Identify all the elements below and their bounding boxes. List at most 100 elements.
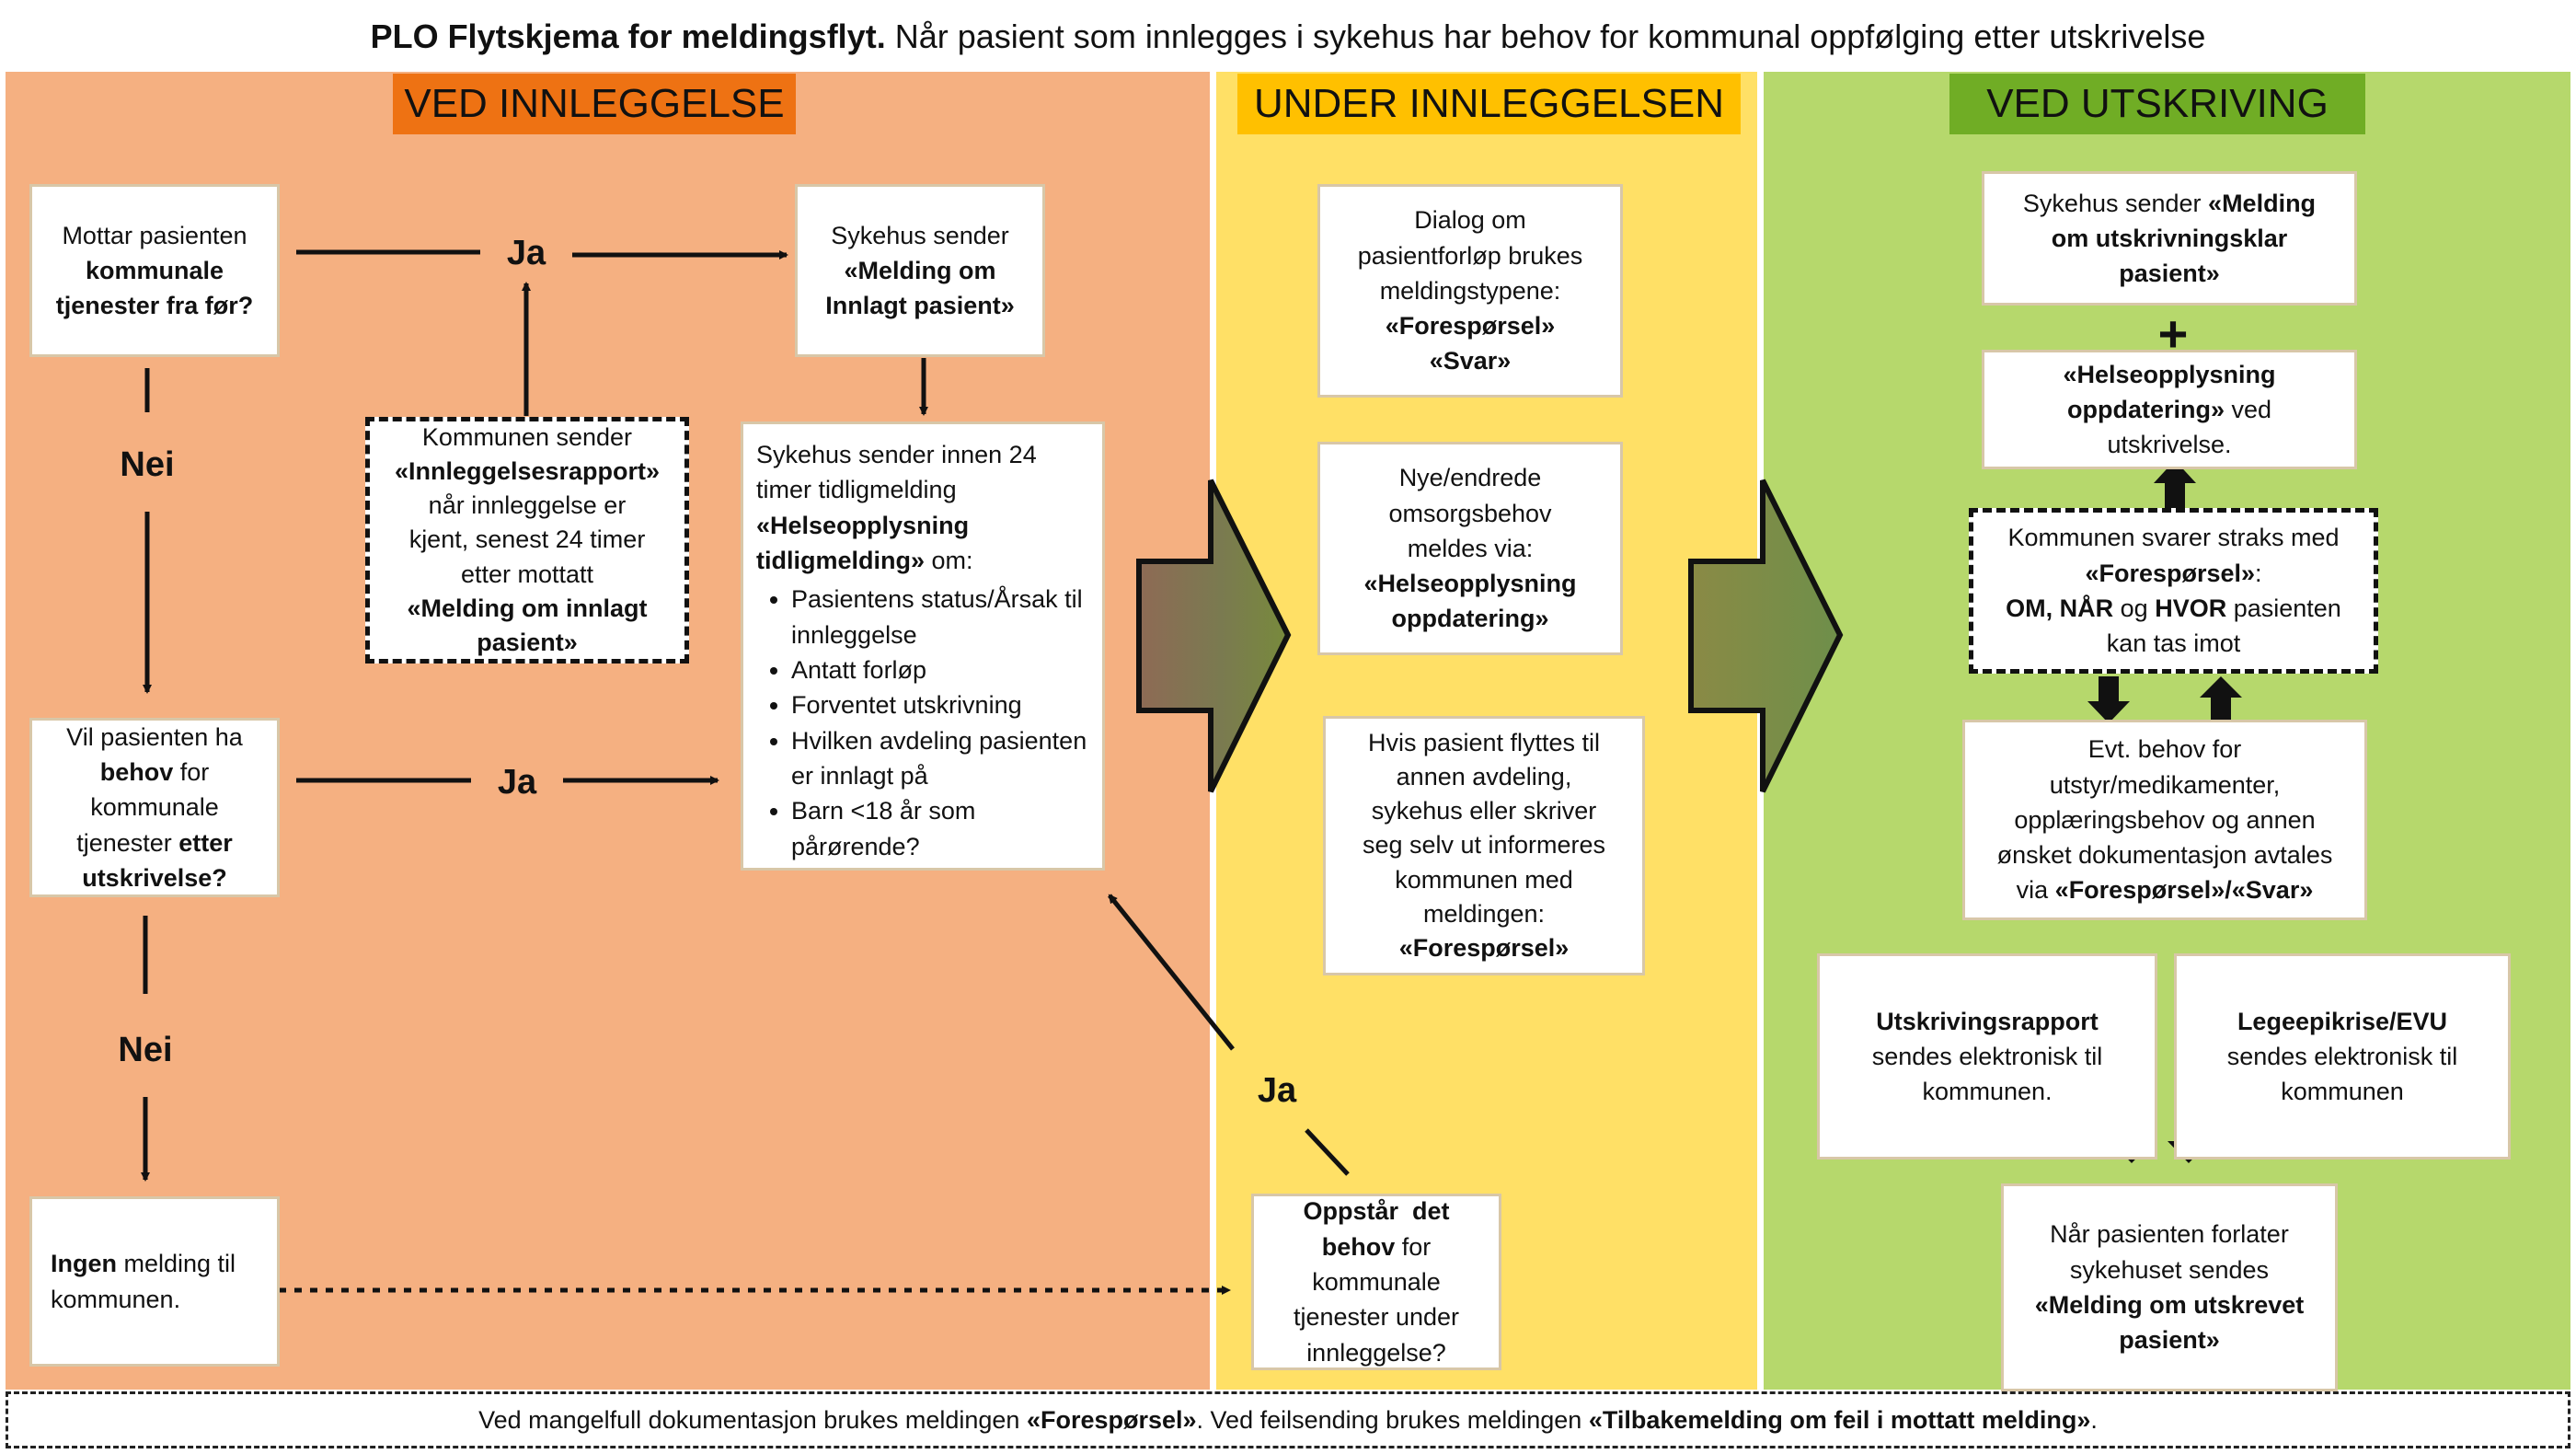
footer-note: Ved mangelfull dokumentasjon brukes meld… [6, 1391, 2570, 1448]
text-line: tjenester under [1293, 1303, 1460, 1332]
box-helseopplysning-oppdatering: «Helseopplysning oppdatering» ved utskri… [1982, 350, 2357, 469]
label-nei-2: Nei [118, 1030, 173, 1069]
text-line: ønsket dokumentasjon avtales [1996, 841, 2333, 870]
text-bold: pasient» [2119, 260, 2220, 288]
text-span: Sykehus sender [2022, 189, 2209, 217]
text-bold: Ingen [51, 1250, 117, 1278]
text-bold: «Svar» [1429, 347, 1512, 375]
text-line: Kommunen sender [421, 422, 633, 451]
text-line: Når pasienten forlater [2050, 1220, 2289, 1249]
text-line: sykehuset sendes [2069, 1255, 2270, 1284]
text-bold: «Forespørsel» [1398, 934, 1570, 963]
box-flyttes: Hvis pasient flyttes til annen avdeling,… [1323, 716, 1645, 975]
text-span: tjenester [76, 828, 179, 857]
text-line: «Forespørsel»: [2085, 556, 2261, 591]
text-bold: «Melding om innlagt [407, 594, 648, 622]
text-bold: «Forespørsel» [2085, 559, 2256, 587]
text-bold: oppdatering» [2066, 395, 2225, 423]
text-span: ved [2224, 395, 2272, 423]
text-line: kommunen [2281, 1078, 2404, 1106]
text-line: omsorgsbehov [1388, 499, 1552, 527]
text-line: timer tidligmelding [756, 476, 957, 504]
text-line: når innleggelse er [428, 491, 627, 520]
text-line: Vil pasienten ha [66, 722, 243, 751]
text-line: opplæringsbehov og annen [2014, 805, 2316, 834]
header-ved-utskriving: VED UTSKRIVING [1949, 74, 2365, 134]
text-bold: «Melding om utskrevet [2034, 1291, 2305, 1319]
text-span: melding til [117, 1250, 236, 1278]
text-line: kommunale [90, 793, 219, 822]
text-bold: «Melding [2208, 189, 2317, 217]
text-line: oppdatering» ved [2067, 392, 2271, 427]
text-line: Sykehus sender [831, 221, 1009, 249]
box-utskrevet-pasient: Når pasienten forlater sykehuset sendes … [2001, 1183, 2338, 1391]
text-bold: «Helseopplysning [2063, 360, 2276, 388]
label-ja-2: Ja [497, 762, 537, 802]
text-span: for [173, 758, 210, 787]
box-utskrivingsrapport: Utskrivingsrapport sendes elektronisk ti… [1817, 953, 2157, 1160]
text-bold: Innlagt pasient» [825, 292, 1015, 320]
text-line: Hvis pasient flyttes til [1367, 728, 1601, 756]
text-line: kommunale [1312, 1267, 1441, 1296]
text-line: OM, NÅR og HVOR pasienten [2006, 591, 2341, 626]
text-line: via «Forespørsel»/«Svar» [2017, 872, 2314, 907]
text-line: meldingstypene: [1379, 276, 1561, 305]
text-bold: behov [99, 758, 174, 787]
box-dialog: Dialog om pasientforløp brukes meldingst… [1317, 184, 1623, 398]
box-utskrivningsklar: Sykehus sender «Melding om utskrivningsk… [1982, 171, 2357, 306]
text-bold: utskrivelse? [82, 864, 227, 892]
text-line: kommunen med [1395, 865, 1573, 894]
text-line: kan tas imot [2106, 629, 2241, 658]
footer-text: . [2090, 1405, 2098, 1434]
list-item: Antatt forløp [791, 652, 1089, 687]
text-line: Mottar pasienten [62, 221, 247, 249]
text-line: sendes elektronisk til [1871, 1042, 2103, 1070]
box-evt-behov: Evt. behov for utstyr/medikamenter, oppl… [1962, 720, 2367, 920]
header-ved-innleggelse: VED INNLEGGELSE [393, 74, 796, 134]
text-line: tidligmelding» om: [756, 543, 973, 578]
text-bold: tjenester fra før? [55, 292, 254, 320]
text-bold: «Helseopplysning [1363, 570, 1577, 598]
text-bold: Oppstår det [1303, 1197, 1450, 1226]
text-span: for [1395, 1232, 1432, 1261]
text-line: Evt. behov for [2087, 735, 2242, 764]
list-item: Hvilken avdeling pasienten er innlagt på [791, 723, 1089, 794]
footer-bold: «Forespørsel» [1026, 1405, 1197, 1434]
box-behov-etter: Vil pasienten ha behov for kommunale tje… [29, 718, 280, 897]
text-bold: «Innleggelsesrapport» [394, 456, 661, 485]
tidlig-list: Pasientens status/Årsak til innleggelse … [756, 582, 1089, 864]
box-tidligmelding: Sykehus sender innen 24 timer tidligmeld… [741, 421, 1105, 871]
box-innleggelsesrapport: Kommunen sender «Innleggelsesrapport» nå… [365, 417, 689, 664]
text-bold: oppdatering» [1391, 605, 1549, 633]
text-bold: «Forespørsel»/«Svar» [2054, 876, 2314, 905]
footer-text: . Ved feilsending brukes meldingen [1196, 1405, 1589, 1434]
text-bold: «Helseopplysning [756, 511, 970, 539]
label-nei-1: Nei [120, 444, 175, 484]
box-melding-innlagt: Sykehus sender «Melding om Innlagt pasie… [795, 184, 1045, 357]
text-line: Sykehus sender «Melding [2023, 186, 2316, 221]
text-line: pasientforløp brukes [1357, 241, 1583, 270]
text-bold: pasient» [477, 629, 578, 657]
list-item: Barn <18 år som pårørende? [791, 793, 1089, 864]
text-line: sykehus eller skriver [1371, 797, 1597, 825]
text-bold: «Melding om [844, 256, 996, 284]
box-mottar-tjenester: Mottar pasienten kommunale tjenester fra… [29, 184, 280, 357]
text-line: meldes via: [1407, 534, 1534, 562]
text-span: : [2255, 559, 2262, 587]
text-line: Nye/endrede [1398, 464, 1542, 492]
text-bold: HVOR [2155, 594, 2227, 622]
text-line: tjenester etter [76, 825, 233, 860]
title-bold: PLO Flytskjema for meldingsflyt. [370, 17, 886, 55]
text-bold: etter [178, 828, 233, 857]
text-bold: behov [1321, 1232, 1396, 1261]
text-line: Kommunen svarer straks med [2007, 524, 2340, 552]
box-kommunen-svarer: Kommunen svarer straks med «Forespørsel»… [1969, 508, 2378, 674]
text-span: om: [925, 546, 973, 574]
text-line: Sykehus sender innen 24 [756, 441, 1037, 468]
text-line: utskrivelse. [2107, 431, 2232, 459]
text-line: etter mottatt [460, 560, 594, 588]
text-bold: «Forespørsel» [1385, 312, 1556, 340]
list-item: Forventet utskrivning [791, 687, 1089, 722]
title-rest: Når pasient som innlegges i sykehus har … [894, 17, 2206, 55]
text-bold: Legeepikrise/EVU [2237, 1007, 2448, 1035]
